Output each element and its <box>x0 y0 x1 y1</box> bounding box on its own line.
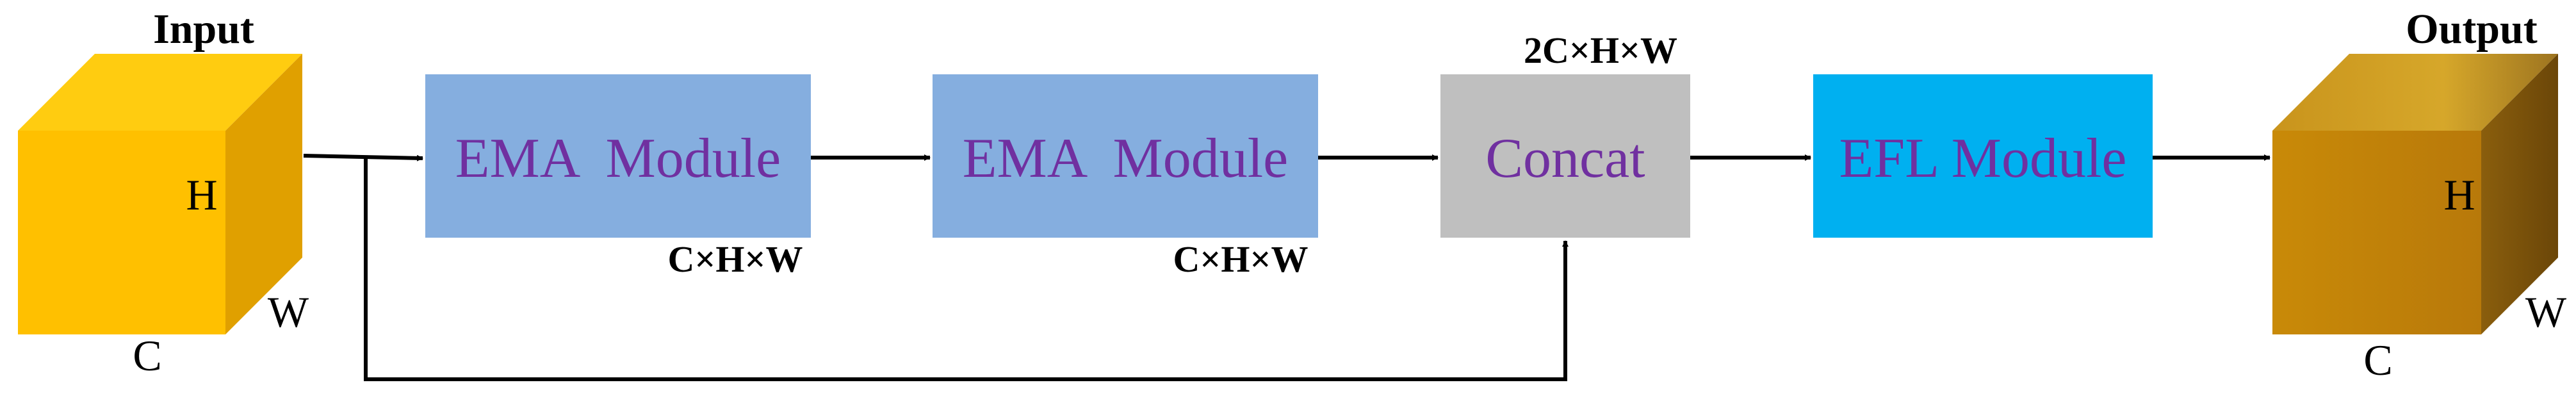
input-c-label: C <box>133 331 161 380</box>
output-cube-top <box>2272 54 2558 131</box>
efl-module-box <box>1813 74 2153 238</box>
output-title: Output <box>2406 6 2537 53</box>
skip-connection-arrow <box>364 157 1569 381</box>
ema-module-1-box <box>425 74 811 238</box>
concat-box <box>1440 74 1690 238</box>
ema-module-1-label: EMA Module <box>455 127 781 190</box>
output-cube <box>2272 54 2558 334</box>
input-cube-side <box>225 54 302 334</box>
input-cube-top <box>18 54 302 131</box>
flow-arrows <box>303 154 2270 381</box>
output-cube-side <box>2481 54 2558 334</box>
ema-module-2-box <box>933 74 1318 238</box>
input-cube <box>18 54 302 334</box>
input-cube-front <box>18 131 225 334</box>
output-c-label: C <box>2363 336 2392 384</box>
input-title: Input <box>153 6 254 53</box>
input-w-label: W <box>268 288 309 336</box>
input-h-label: H <box>186 170 217 219</box>
ema-module-1-dims: C×H×W <box>667 238 803 280</box>
output-cube-front <box>2272 131 2481 334</box>
efl-module-label: EFL Module <box>1839 127 2127 190</box>
concat-label: Concat <box>1485 127 1645 190</box>
arrow-input-to-ema1 <box>303 154 423 161</box>
ema-module-2-dims: C×H×W <box>1173 238 1308 280</box>
ema-module-2-label: EMA Module <box>963 127 1288 190</box>
output-w-label: W <box>2525 288 2567 336</box>
concat-dims: 2C×H×W <box>1524 29 1677 71</box>
output-h-label: H <box>2443 170 2475 219</box>
